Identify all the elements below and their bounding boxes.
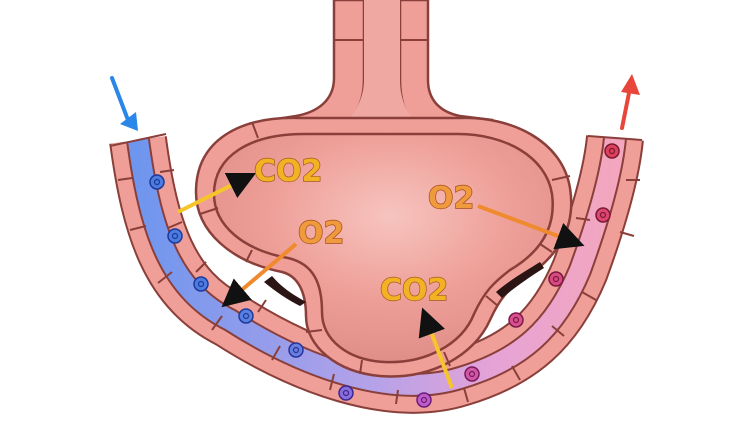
capillary: [109, 133, 644, 414]
co2-arrow-bottom: [418, 307, 454, 389]
blood-cell: [338, 385, 354, 401]
gas-arrows: [177, 172, 585, 389]
o2-label-left: O2: [298, 216, 344, 251]
capillary-cap-right: [587, 135, 643, 141]
blood-cell: [167, 228, 183, 244]
capillary-blood: [128, 136, 625, 395]
capillary-wall-segments: [117, 169, 640, 405]
blood-cell: [149, 174, 165, 190]
blood-cell: [548, 271, 564, 287]
contact-shadow-left: [264, 276, 306, 306]
blood-cell: [238, 308, 254, 324]
red-arrow-up-icon: [620, 74, 640, 130]
co2-label-bottom: CO2: [380, 273, 448, 308]
blood-cells: [149, 143, 620, 408]
o2-label-right: O2: [428, 181, 474, 216]
contact-shadow-right: [496, 262, 544, 298]
blood-cell: [508, 312, 524, 328]
o2-arrow-left: [221, 242, 298, 308]
blood-cell: [464, 366, 480, 382]
o2-arrow-right: [477, 204, 585, 250]
blue-arrow-down-icon: [110, 76, 138, 131]
blood-cell: [288, 342, 304, 358]
co2-label-top: CO2: [254, 154, 322, 189]
capillary-cap-left: [109, 133, 167, 147]
blood-cell: [193, 276, 209, 292]
airway-lumen: [302, 0, 454, 146]
alveolus-wall-segments: [199, 121, 571, 375]
blood-cell: [595, 207, 611, 223]
co2-arrow-top: [177, 172, 257, 214]
blood-cell: [416, 392, 432, 408]
alveolus: [194, 0, 573, 378]
blood-cell: [604, 143, 620, 159]
